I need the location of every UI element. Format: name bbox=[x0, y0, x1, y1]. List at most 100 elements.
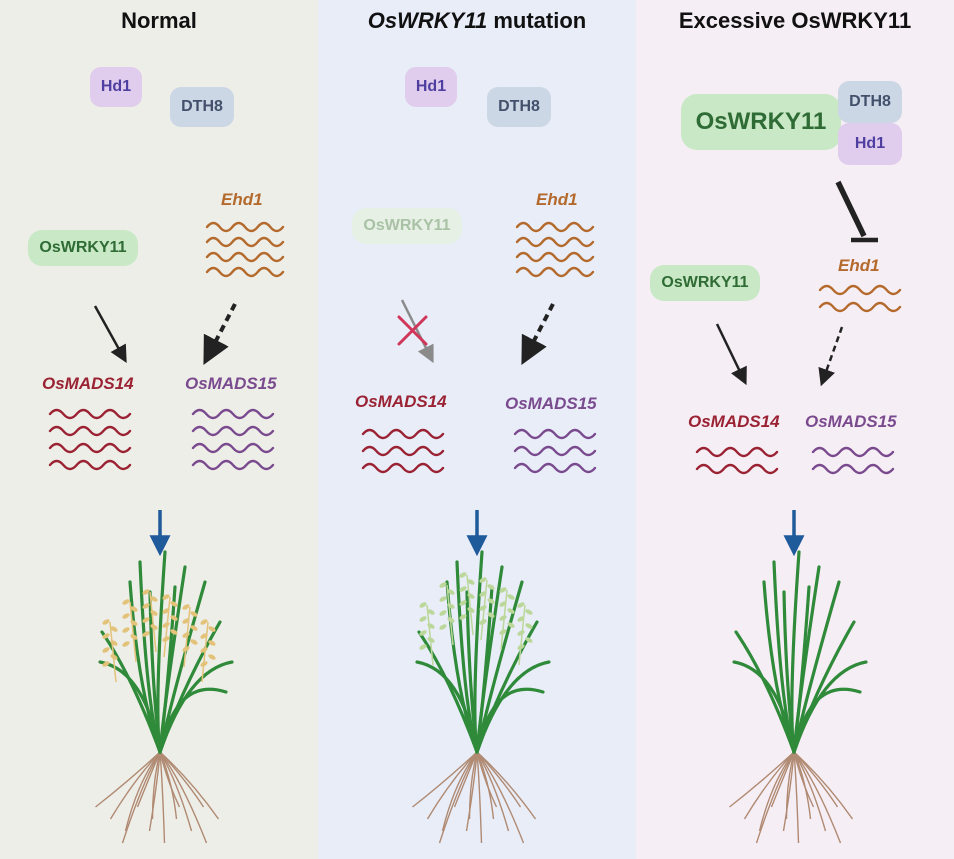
rice-grain bbox=[190, 625, 198, 631]
rice-grain bbox=[487, 598, 495, 604]
leaf-blade bbox=[475, 660, 551, 754]
panicle-stem bbox=[500, 589, 508, 651]
mrna-strand bbox=[515, 251, 595, 263]
rice-grain bbox=[427, 609, 435, 615]
root-strand bbox=[743, 751, 795, 820]
root-strand bbox=[159, 751, 193, 832]
root-strand bbox=[121, 751, 161, 844]
osmads15-label: OsMADS15 bbox=[805, 412, 897, 431]
oswrky11-protein-faded: OsWRKY11 bbox=[352, 208, 462, 244]
root-strand bbox=[793, 751, 827, 832]
rice-grain bbox=[467, 579, 475, 585]
rice-grain bbox=[170, 629, 178, 635]
leaf-blade bbox=[465, 590, 479, 754]
rice-grain bbox=[190, 611, 198, 617]
mrna-strand bbox=[513, 428, 597, 440]
mrna-strand bbox=[515, 266, 595, 278]
mrna-strand bbox=[48, 425, 132, 437]
mrna-strand bbox=[695, 446, 779, 458]
panicle-stem bbox=[446, 584, 454, 646]
ehd1-mrna bbox=[818, 284, 902, 313]
rice-grain bbox=[507, 622, 515, 628]
roots bbox=[412, 751, 537, 844]
osmads14-label: OsMADS14 bbox=[355, 392, 447, 411]
rice-grain bbox=[487, 584, 495, 590]
mrna-strand bbox=[191, 459, 275, 471]
root-strand bbox=[729, 751, 795, 808]
mrna-strand bbox=[48, 442, 132, 454]
mrna-strand bbox=[695, 463, 779, 475]
leaf-blade bbox=[782, 590, 796, 754]
panicles bbox=[419, 572, 533, 666]
rice-grain bbox=[459, 600, 467, 606]
blocked-arrow bbox=[400, 299, 434, 364]
rice-grain bbox=[447, 589, 455, 595]
rice-grain bbox=[208, 654, 216, 660]
rice-grain bbox=[142, 589, 150, 595]
osmads14-label: OsMADS14 bbox=[688, 412, 780, 431]
osmads14-mrna bbox=[361, 428, 445, 474]
root-strand bbox=[793, 751, 854, 820]
activation-arrow bbox=[93, 305, 127, 364]
mrna-strand bbox=[205, 251, 285, 263]
weak-activation-arrow bbox=[521, 303, 555, 365]
rice-plant-normal bbox=[95, 550, 234, 844]
osmads14-label: OsMADS14 bbox=[42, 374, 134, 393]
rice-plant-excessive bbox=[729, 550, 868, 844]
root-strand bbox=[159, 751, 166, 844]
osmads14-mrna bbox=[695, 446, 779, 475]
root-strand bbox=[476, 751, 510, 832]
panicle-stem bbox=[480, 579, 488, 641]
mrna-strand bbox=[191, 442, 275, 454]
rice-grain bbox=[439, 624, 447, 630]
root-strand bbox=[476, 751, 525, 844]
root-strand bbox=[441, 751, 478, 832]
oswrky11-protein: OsWRKY11 bbox=[650, 265, 760, 301]
ehd1-label: Ehd1 bbox=[221, 190, 263, 209]
root-strand bbox=[438, 751, 478, 844]
block-cross-icon bbox=[397, 315, 428, 346]
panicle-stem bbox=[149, 591, 157, 653]
rice-grain bbox=[208, 626, 216, 632]
panicle-stem bbox=[129, 601, 137, 663]
mrna-strand bbox=[811, 463, 895, 475]
root-strand bbox=[476, 751, 537, 820]
hd1-protein: Hd1 bbox=[838, 123, 902, 165]
inhibition-line bbox=[835, 180, 867, 238]
leaves bbox=[98, 550, 234, 754]
root-strand bbox=[159, 751, 220, 820]
leaf-blade bbox=[792, 660, 868, 754]
rice-grain bbox=[507, 608, 515, 614]
leaf-blade bbox=[148, 590, 162, 754]
root-strand bbox=[159, 751, 208, 844]
panicle-stem bbox=[109, 621, 117, 683]
mrna-strand bbox=[515, 236, 595, 248]
mrna-strand bbox=[361, 428, 445, 440]
osmads14-mrna bbox=[48, 408, 132, 471]
leaf-blade bbox=[475, 687, 545, 754]
rice-grain bbox=[459, 614, 467, 620]
ehd1-mrna bbox=[205, 221, 285, 278]
rice-grain bbox=[439, 596, 447, 602]
rice-grain bbox=[419, 616, 427, 622]
leaf-blade bbox=[732, 660, 796, 754]
rice-grain bbox=[102, 633, 110, 639]
rice-grain bbox=[439, 582, 447, 588]
osmads15-mrna bbox=[513, 428, 597, 474]
leaf-blade bbox=[158, 585, 177, 754]
rice-grain bbox=[459, 572, 467, 578]
mrna-strand bbox=[191, 408, 275, 420]
root-strand bbox=[465, 751, 478, 832]
rice-grain bbox=[102, 661, 110, 667]
rice-grain bbox=[162, 594, 170, 600]
rice-grain bbox=[122, 599, 130, 605]
rice-grain bbox=[170, 615, 178, 621]
mrna-strand bbox=[513, 462, 597, 474]
rice-grain bbox=[122, 641, 130, 647]
rice-grain bbox=[150, 596, 158, 602]
leaf-blade bbox=[98, 660, 162, 754]
root-strand bbox=[453, 751, 478, 808]
osmads15-mrna bbox=[191, 408, 275, 471]
